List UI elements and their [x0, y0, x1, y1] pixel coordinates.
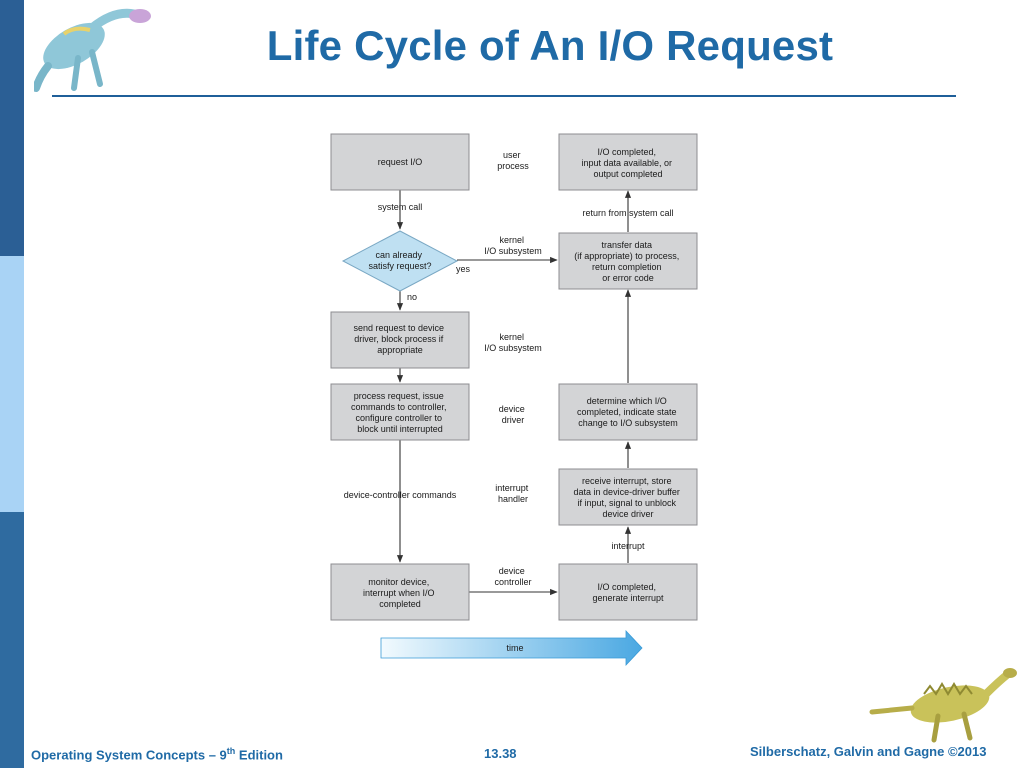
layer-device-driver: device driver — [499, 404, 528, 425]
footer-authors: Silberschatz, Galvin and Gagne ©2013 — [750, 744, 987, 759]
box-generate-interrupt — [558, 563, 698, 621]
label-device-controller-commands: device-controller commands — [344, 490, 457, 500]
label-no: no — [407, 292, 417, 302]
sidebar-band-top — [0, 0, 24, 256]
label-return-from-system-call: return from system call — [582, 208, 673, 218]
sidebar-band-bottom — [0, 512, 24, 768]
footer-book-title: Operating System Concepts – 9th Edition — [31, 746, 283, 762]
box-monitor-device — [330, 563, 470, 621]
layer-kernel-io-subsystem-1: kernel I/O subsystem — [484, 235, 542, 256]
footer-book-title-prefix: Operating System Concepts – 9 — [31, 747, 227, 763]
box-send-request-text: send request to device driver, block pro… — [353, 323, 446, 355]
box-process-request-text: process request, issue commands to contr… — [351, 391, 449, 434]
box-receive-interrupt — [558, 468, 698, 526]
box-process-request — [330, 383, 470, 441]
layer-device-controller: device controller — [494, 566, 531, 587]
left-sidebar — [0, 0, 24, 768]
sidebar-band-middle — [0, 256, 24, 512]
box-receive-interrupt-text: receive interrupt, store data in device-… — [574, 476, 683, 519]
box-generate-interrupt-text: I/O completed, generate interrupt — [592, 582, 664, 603]
box-determine-io-text: determine which I/O completed, indicate … — [577, 396, 679, 428]
time-arrow — [380, 629, 643, 667]
box-monitor-device-text: monitor device, interrupt when I/O compl… — [363, 577, 437, 609]
box-io-completed — [558, 133, 698, 191]
decision-can-satisfy — [341, 230, 459, 292]
footer-book-title-suffix: Edition — [235, 747, 283, 763]
box-determine-io — [558, 383, 698, 441]
box-transfer-data-text: transfer data (if appropriate) to proces… — [574, 240, 682, 283]
page-title: Life Cycle of An I/O Request — [266, 22, 834, 69]
title-divider — [52, 95, 956, 97]
time-label: time — [506, 643, 523, 653]
dinosaur-logo-top — [34, 8, 151, 92]
box-send-request — [330, 311, 470, 369]
layer-user-process: user process — [497, 150, 529, 171]
box-request-io-text: request I/O — [378, 157, 423, 167]
layer-kernel-io-subsystem-2: kernel I/O subsystem — [484, 332, 542, 353]
footer-edition-superscript: th — [226, 746, 236, 756]
label-interrupt: interrupt — [611, 541, 645, 551]
box-io-completed-text: I/O completed, input data available, or … — [581, 147, 674, 179]
decision-text: can already satisfy request? — [368, 250, 431, 271]
label-yes: yes — [456, 264, 471, 274]
footer-page-number: 13.38 — [484, 746, 517, 761]
dinosaur-logo-bottom — [869, 668, 1017, 743]
box-request-io — [330, 133, 470, 191]
box-transfer-data — [558, 232, 698, 290]
label-system-call: system call — [378, 202, 423, 212]
layer-interrupt-handler: interrupt handler — [495, 483, 531, 504]
